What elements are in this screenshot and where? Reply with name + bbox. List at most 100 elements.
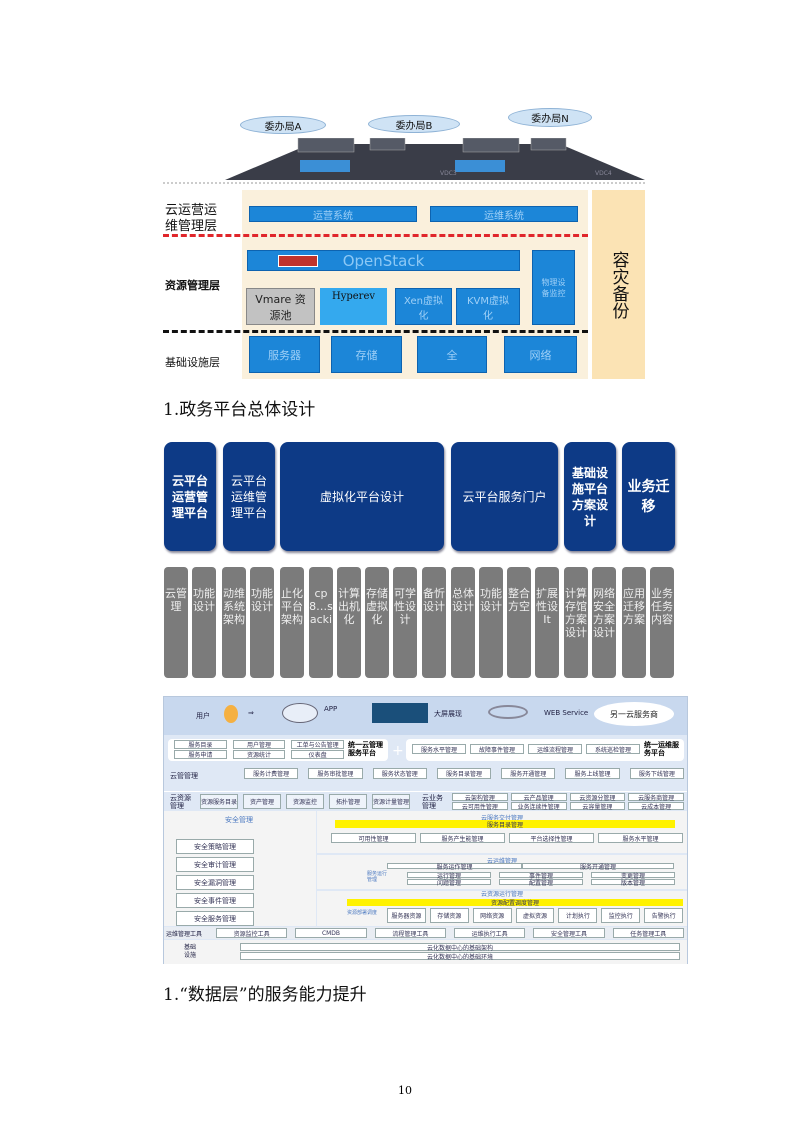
mgmt-item: 服务状态管理 (372, 768, 427, 779)
mgmt-item: 资源计量管理 (372, 794, 410, 809)
page-number: 10 (398, 1084, 412, 1097)
tools-label: 运维管理工具 (166, 931, 203, 938)
mgmt-item: 资源监控 (286, 794, 324, 809)
mgmt-item: 可用性管理 (331, 833, 416, 843)
mgmt-item: 任务管理工具 (612, 928, 684, 938)
mgmt-item: 资源统计 (232, 750, 286, 759)
caption-figure-3: 1.“数据层”的服务能力提升 (163, 985, 367, 1005)
openstack-bar: OpenStack (247, 250, 520, 271)
mgmt-item: 安全管理工具 (533, 928, 605, 938)
vdc-label: VDC4 (595, 170, 612, 177)
mgmt-item: 系统巡检管理 (586, 744, 640, 754)
module-service-portal: 云平台服务门户 (451, 442, 558, 551)
openstack-label: OpenStack (342, 251, 425, 270)
layer-label-infra: 基础设施层 (165, 356, 220, 369)
mgmt-item: 用户管理 (232, 740, 286, 749)
section-title: 云资源运行管理 (480, 891, 523, 898)
web-service-label: WEB Service (544, 709, 589, 717)
mgmt-item: 服务申请 (174, 750, 227, 759)
sub-module-column: 总体设计 (451, 567, 475, 678)
unified-cloud-platform: 服务目录用户管理工单与公告管理服务申请资源统计仪表盘 统一云管理服务平台 (168, 739, 388, 761)
vdc-platform (225, 138, 645, 180)
infra-item: 云化数据中心的基础架构 (240, 943, 680, 952)
mgmt-item: 服务目录管理 (436, 768, 492, 779)
infra-storage: 存储 (331, 336, 402, 373)
sub-module-column: 止化平台架构 (280, 567, 304, 678)
black-divider (163, 330, 588, 333)
xen: Xen虚拟化 (395, 288, 452, 325)
mgmt-item: 版本管理 (591, 879, 675, 887)
mgmt-item: CMDB (295, 928, 367, 938)
mgmt-item: 工单与公告管理 (291, 740, 344, 749)
mgmt-item: 运维执行工具 (453, 928, 526, 938)
sub-module-column: 可学性设计 (393, 567, 417, 678)
delivery-bar: 服务目录管理 (335, 820, 675, 829)
biz-mgmt-label: 云业务管理 (422, 794, 443, 810)
sub-module-column: 存储虚拟化 (365, 567, 389, 678)
mgmt-item: 监控执行 (601, 908, 641, 923)
sub-module-column: 功能设计 (192, 567, 216, 678)
infra-row: 基础设施 云化数据中心的基础架构 云化数据中心的基础环境 (164, 940, 687, 964)
mgmt-item: 服务下线管理 (629, 768, 684, 779)
mgmt-item: 服务水平管理 (412, 744, 466, 754)
mgmt-item: 安全审计管理 (176, 857, 254, 872)
sub-module-column: 网络安全方案设计 (592, 567, 616, 678)
resource-run-section: 云资源运行管理 资源配置调度管理 资源部署调度 服务器资源存储资源网络资源虚拟资… (317, 891, 687, 926)
sub-module-column: 计算存馆方案设计 (564, 567, 588, 678)
mgmt-item: 虚拟资源 (515, 908, 555, 923)
mgmt-item: 服务计费管理 (244, 768, 299, 779)
mgmt-item: 安全策略管理 (176, 839, 254, 854)
mgmt-item: 云产品管理 (510, 793, 567, 802)
ops-section: 云运维管理 服务运作管理 服务开通管理 服务运行管理 运行管理事件管理变更管理问… (317, 855, 687, 889)
caption-figure-1: 1.政务平台总体设计 (163, 400, 316, 420)
infra-security: 全 (417, 336, 487, 373)
mgmt-item: 存储资源 (429, 908, 469, 923)
user-icon (224, 705, 238, 723)
security-label: 安全管理 (225, 816, 253, 824)
module-virtualization: 虚拟化平台设计 (280, 442, 444, 551)
app-icon (282, 703, 318, 723)
sub-module-column: cp8…sacki (309, 567, 333, 678)
layer-label-resource: 资源管理层 (165, 279, 220, 292)
mgmt-item: 问题管理 (407, 879, 491, 887)
sub-module-column: 云管理 (164, 567, 188, 678)
mgmt-item: 资源监控工具 (216, 928, 288, 938)
cloud-label: 委办局A (264, 121, 302, 133)
mgmt-item: 云容量管理 (569, 802, 626, 811)
arrow-icon: ⇒ (248, 709, 254, 717)
resource-business-row: 云资源管理 资源服务目录资产管理资源监控拓扑管理资源计量管理 云业务管理 云架构… (164, 791, 687, 811)
mgmt-item: 云架构管理 (452, 793, 508, 802)
mgmt-item: 资源服务目录 (200, 794, 238, 809)
mgmt-item: 流程管理工具 (374, 928, 446, 938)
cloud-bureau-n: 委办局N (508, 108, 592, 127)
tools-row: 运维管理工具 资源监控工具 CMDB 流程管理工具运维执行工具安全管理工具任务管理工… (164, 927, 687, 939)
openstack-logo (278, 255, 318, 267)
access-row: 用户 ⇒ APP 大屏展现 WEB Service 另一云服务商 (164, 697, 687, 735)
sub-module-column: 备忻设计 (422, 567, 446, 678)
sub-module-column: 扩展性设It (535, 567, 559, 678)
ops-system: 运营系统 (249, 206, 417, 222)
divider (163, 182, 645, 184)
vdc-label: VDC3 (440, 170, 457, 177)
screen-icon (372, 703, 428, 723)
sub-module-column: 应用迁移方案 (622, 567, 646, 678)
unified-ops-platform: 服务水平管理故障事件管理运维流程管理系统巡检管理 统一运维服务平台 (406, 739, 684, 761)
mgmt-item: 变更管理 (591, 872, 675, 880)
sub-module-column: 计算出机化 (337, 567, 361, 678)
maintenance-system: 运维系统 (430, 206, 578, 222)
platform-title: 统一云管理服务平台 (348, 741, 383, 757)
mgmt-item: 网络资源 (472, 908, 512, 923)
section-title: 云运维管理 (486, 858, 517, 865)
mgmt-item: 事件管理 (499, 872, 583, 880)
sub-module-column: 功能设计 (250, 567, 274, 678)
module-migration: 业务迁移 (622, 442, 675, 551)
infra-label: 基础设施 (184, 944, 197, 959)
mgmt-item: 云服务商管理 (628, 793, 684, 802)
cloud-bureau-a: 委办局A (240, 116, 326, 134)
mgmt-item: 服务上线管理 (565, 768, 620, 779)
red-divider (163, 234, 588, 237)
mgmt-item: 安全漏洞管理 (176, 875, 254, 890)
infra-server: 服务器 (249, 336, 320, 373)
layer-label-ops: 云运营运维管理层 (165, 203, 218, 234)
physical-monitor: 物理设备监控 (532, 250, 575, 325)
